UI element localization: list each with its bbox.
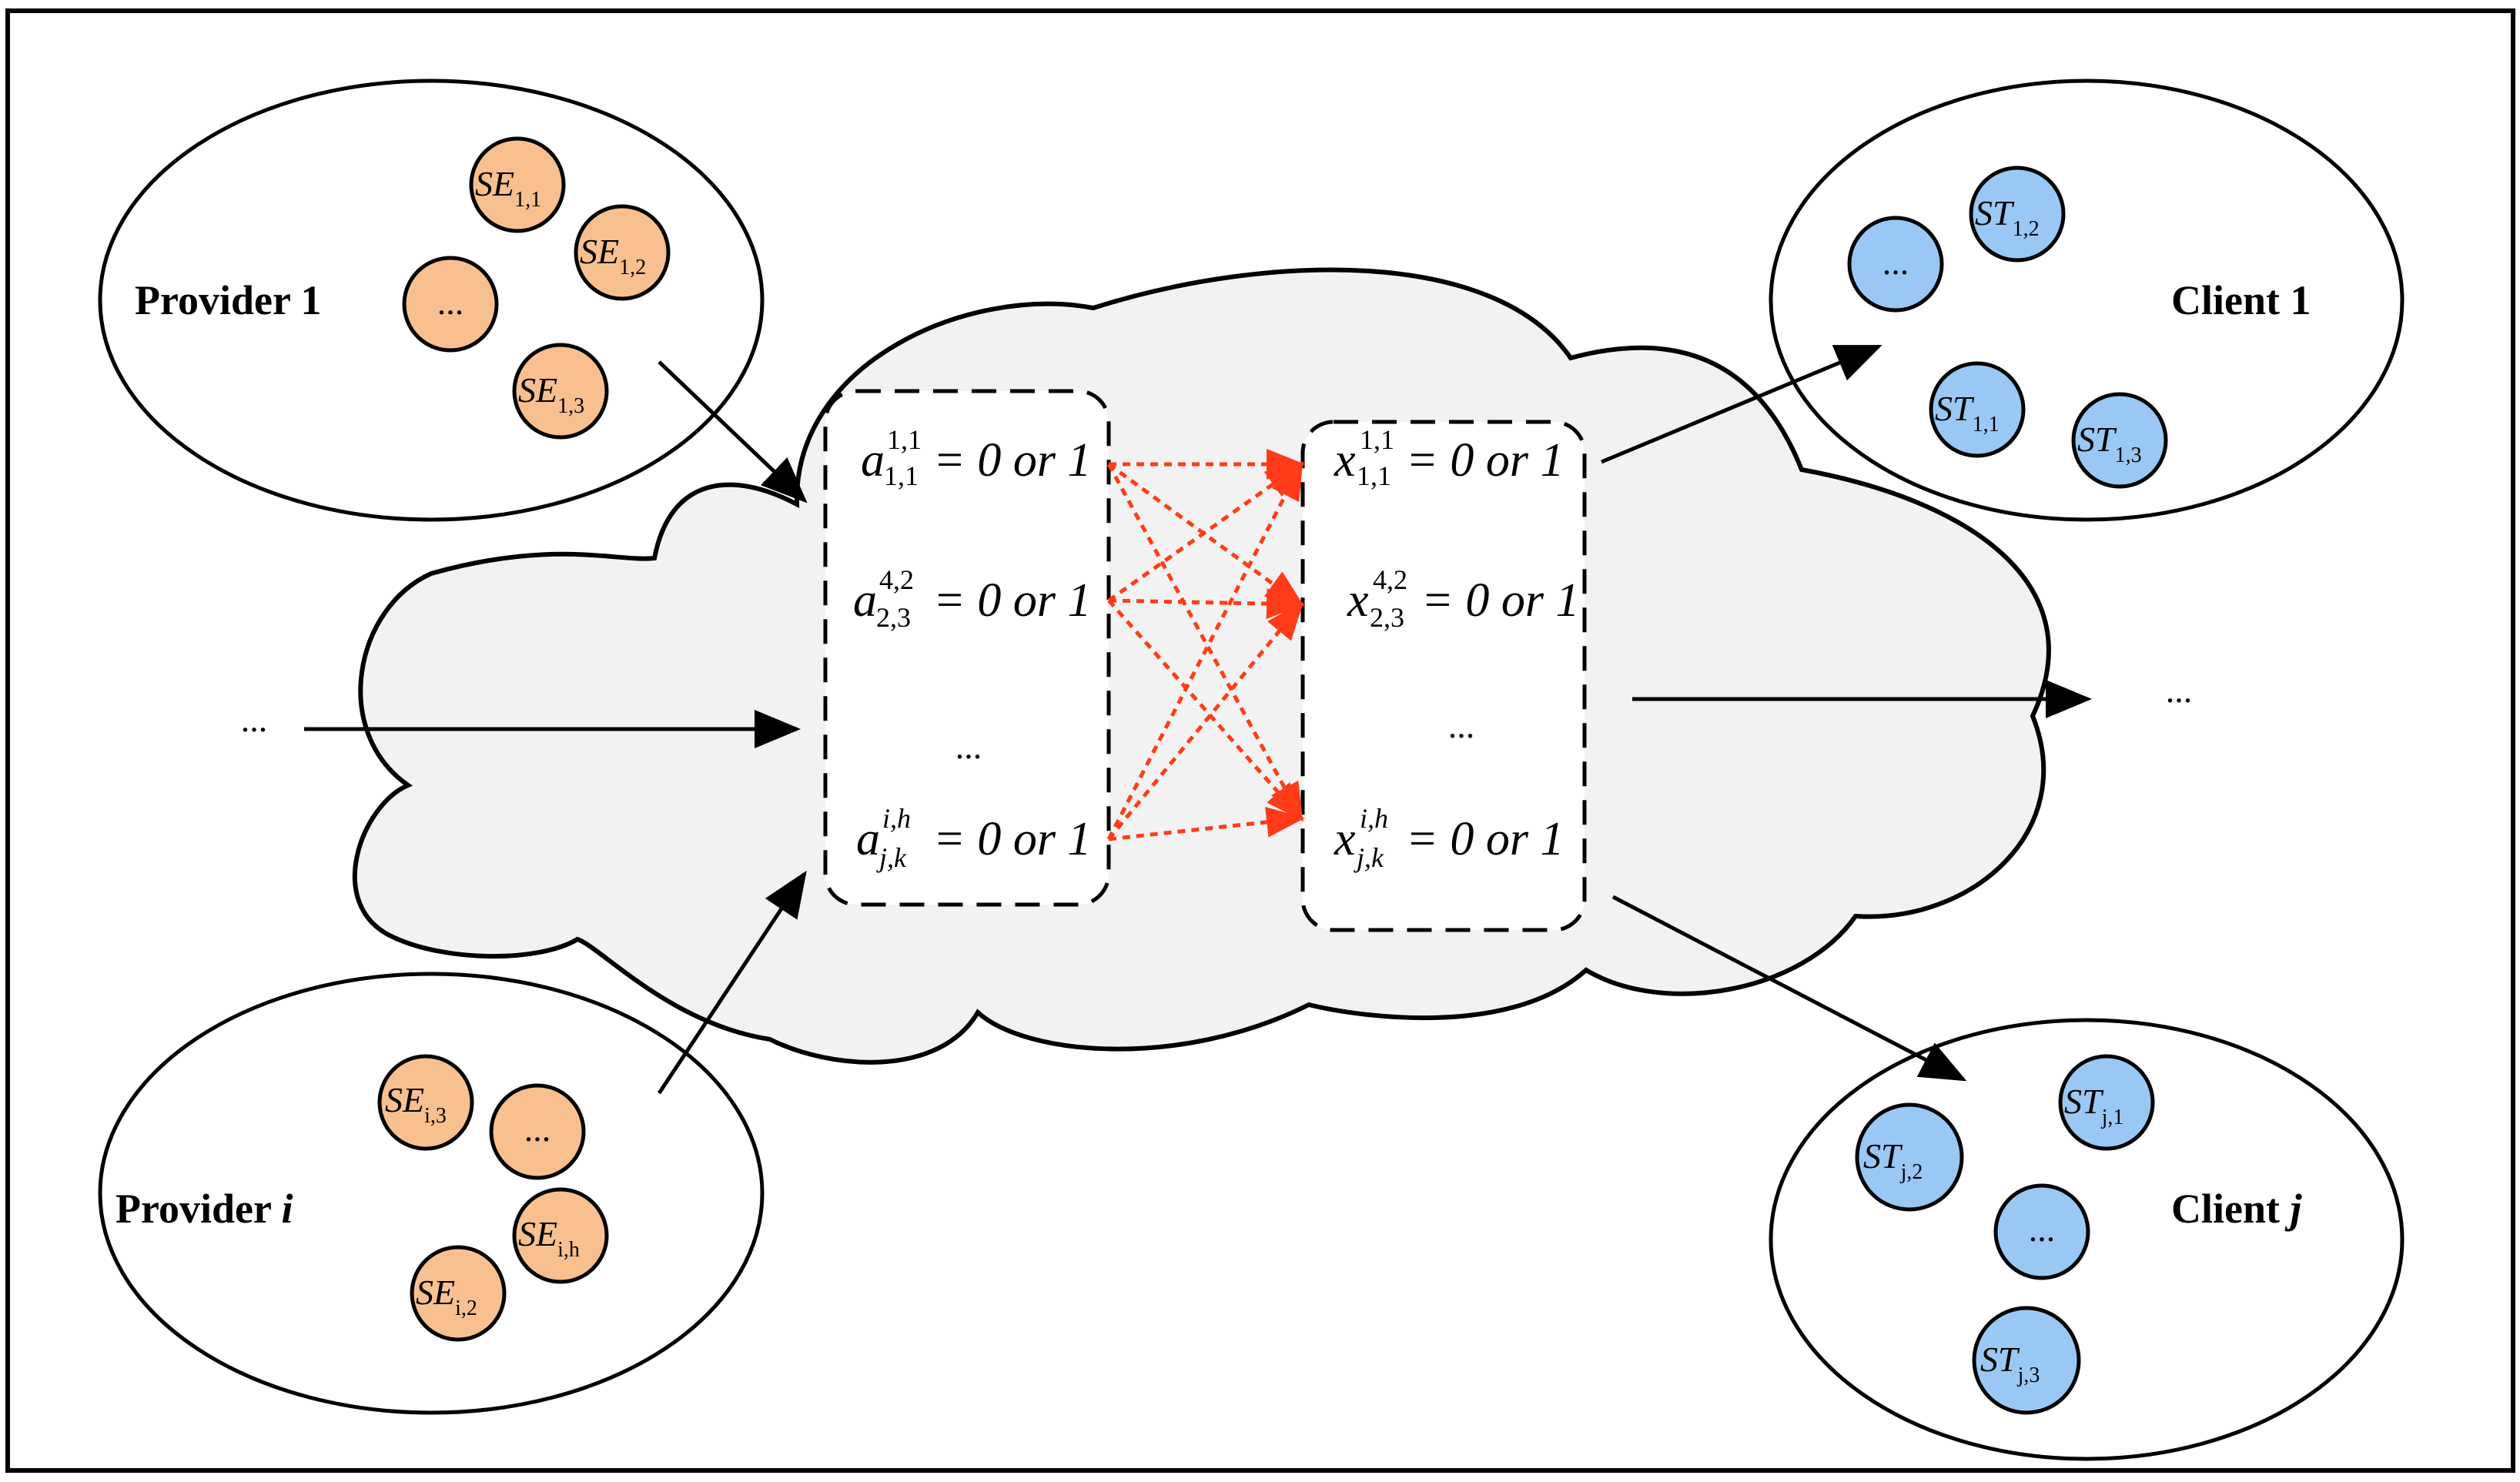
cloud-shape: [352, 267, 2051, 1065]
provider-i-arrow: [657, 870, 807, 1095]
svg-text:x: x: [1334, 434, 1356, 487]
svg-text:1,1: 1,1: [887, 424, 922, 455]
svg-text:= 0 or 1: = 0 or 1: [933, 813, 1091, 865]
svg-text:...: ...: [437, 283, 464, 322]
a-box-ellipsis: ...: [955, 727, 982, 766]
assignment-box-a: [823, 389, 1111, 907]
svg-text:ST1,1: ST1,1: [1935, 389, 2000, 437]
svg-text:SEi,3: SEi,3: [385, 1080, 447, 1128]
mapping-arrow: [1106, 463, 1304, 822]
svg-text:...: ...: [524, 1109, 551, 1149]
svg-text:j,k: j,k: [1354, 842, 1384, 873]
svg-text:= 0 or 1: = 0 or 1: [1421, 574, 1579, 627]
provider-1-label: Provider 1: [135, 277, 321, 323]
provider-i-service-se-i-h: SEi,h: [512, 1187, 609, 1284]
client-j-task-st-j-3: STj,3: [1972, 1306, 2081, 1415]
assignment-box-x: [1300, 420, 1587, 932]
svg-text:a: a: [853, 574, 877, 627]
svg-text:1,1: 1,1: [884, 460, 919, 491]
variable-x-4-2-2-3: x 4,2 2,3 = 0 or 1: [1347, 564, 1579, 633]
mapping-arrow: [1107, 462, 1305, 607]
variable-x-i-h-j-k: x i,h j,k = 0 or 1: [1334, 803, 1564, 873]
client-1-task-st-1-1: ST1,1: [1929, 361, 2026, 458]
svg-text:a: a: [861, 434, 885, 487]
client-j-label: Client j: [2171, 1186, 2303, 1232]
svg-text:= 0 or 1: = 0 or 1: [1406, 813, 1564, 865]
svg-text:= 0 or 1: = 0 or 1: [1406, 434, 1564, 487]
provider-1-service-se-1-1: SE1,1: [469, 136, 566, 233]
client-1-arrow: [1601, 344, 1882, 464]
client-j-task-st-j-1: STj,1: [2058, 1054, 2155, 1151]
left-ellipsis: ...: [241, 700, 268, 739]
svg-text:4,2: 4,2: [1373, 564, 1407, 595]
figure-border: [5, 8, 2515, 1473]
right-ellipsis: ...: [2166, 671, 2193, 710]
mapping-arrow: [1108, 588, 1305, 620]
client-j-task-st-j-2: STj,2: [1855, 1102, 1964, 1212]
client-j-task-ellipsis: ...: [1993, 1183, 2090, 1280]
svg-text:STj,2: STj,2: [1863, 1136, 1923, 1184]
provider-1-arrow: [658, 360, 808, 503]
svg-text:SE1,1: SE1,1: [475, 164, 541, 212]
provider-i-label: Provider i: [115, 1186, 293, 1232]
svg-text:2,3: 2,3: [876, 602, 911, 633]
svg-text:a: a: [856, 813, 880, 865]
svg-text:2,3: 2,3: [1370, 602, 1404, 633]
provider-1-service-ellipsis: ...: [402, 256, 499, 353]
mapping-arrows: [1106, 449, 1305, 841]
svg-text:SE1,2: SE1,2: [580, 232, 646, 279]
svg-text:STj,3: STj,3: [1980, 1340, 2040, 1387]
mapping-arrow: [1106, 460, 1304, 841]
svg-text:4,2: 4,2: [879, 564, 914, 595]
variable-a-1-1-1-1: a 1,1 1,1 = 0 or 1: [861, 424, 1091, 491]
variable-x-1-1-1-1: x 1,1 1,1 = 0 or 1: [1334, 424, 1564, 491]
svg-text:STj,1: STj,1: [2064, 1082, 2123, 1129]
svg-text:ST1,2: ST1,2: [1975, 193, 2040, 241]
svg-text:= 0 or 1: = 0 or 1: [933, 434, 1091, 487]
svg-text:1,1: 1,1: [1360, 424, 1394, 455]
svg-text:x: x: [1347, 574, 1369, 627]
provider-1-service-se-1-3: SE1,3: [512, 343, 609, 440]
svg-text:i,h: i,h: [882, 803, 911, 834]
svg-text:j,k: j,k: [876, 842, 907, 873]
mapping-arrow: [1107, 599, 1304, 821]
client-1-task-ellipsis: ...: [1847, 216, 1944, 313]
mapping-arrow: [1108, 806, 1305, 841]
provider-i-service-se-i-2: SEi,2: [410, 1245, 507, 1342]
provider-1-service-se-1-2: SE1,2: [574, 204, 671, 301]
provider-i-service-se-i-3: SEi,3: [377, 1054, 474, 1151]
svg-text:SEi,h: SEi,h: [518, 1214, 580, 1262]
client-1-task-st-1-3: ST1,3: [2071, 392, 2168, 489]
flow-arrows: [304, 344, 2092, 1095]
svg-text:ST1,3: ST1,3: [2077, 420, 2142, 467]
provider-i-service-ellipsis: ...: [489, 1083, 586, 1180]
svg-text:1,1: 1,1: [1357, 460, 1391, 491]
svg-text:SEi,2: SEi,2: [416, 1273, 477, 1320]
client-1-label: Client 1: [2171, 277, 2311, 323]
svg-text:...: ...: [1882, 243, 1909, 282]
svg-text:x: x: [1334, 813, 1356, 865]
client-j-arrow: [1611, 895, 1967, 1082]
client-1-task-st-1-2: ST1,2: [1969, 166, 2066, 263]
svg-text:...: ...: [2029, 1209, 2056, 1249]
svg-text:i,h: i,h: [1360, 803, 1388, 834]
svg-text:SE1,3: SE1,3: [518, 370, 584, 418]
provider-i-ellipse: [98, 972, 765, 1415]
variable-a-i-h-j-k: a i,h j,k = 0 or 1: [856, 803, 1091, 873]
x-box-ellipsis: ...: [1448, 706, 1475, 745]
mapping-arrow: [1107, 601, 1304, 841]
mapping-arrow: [1107, 462, 1305, 603]
svg-text:= 0 or 1: = 0 or 1: [933, 574, 1091, 627]
client-1-ellipse: [1769, 79, 2405, 522]
variable-a-4-2-2-3: a 4,2 2,3 = 0 or 1: [853, 564, 1091, 633]
